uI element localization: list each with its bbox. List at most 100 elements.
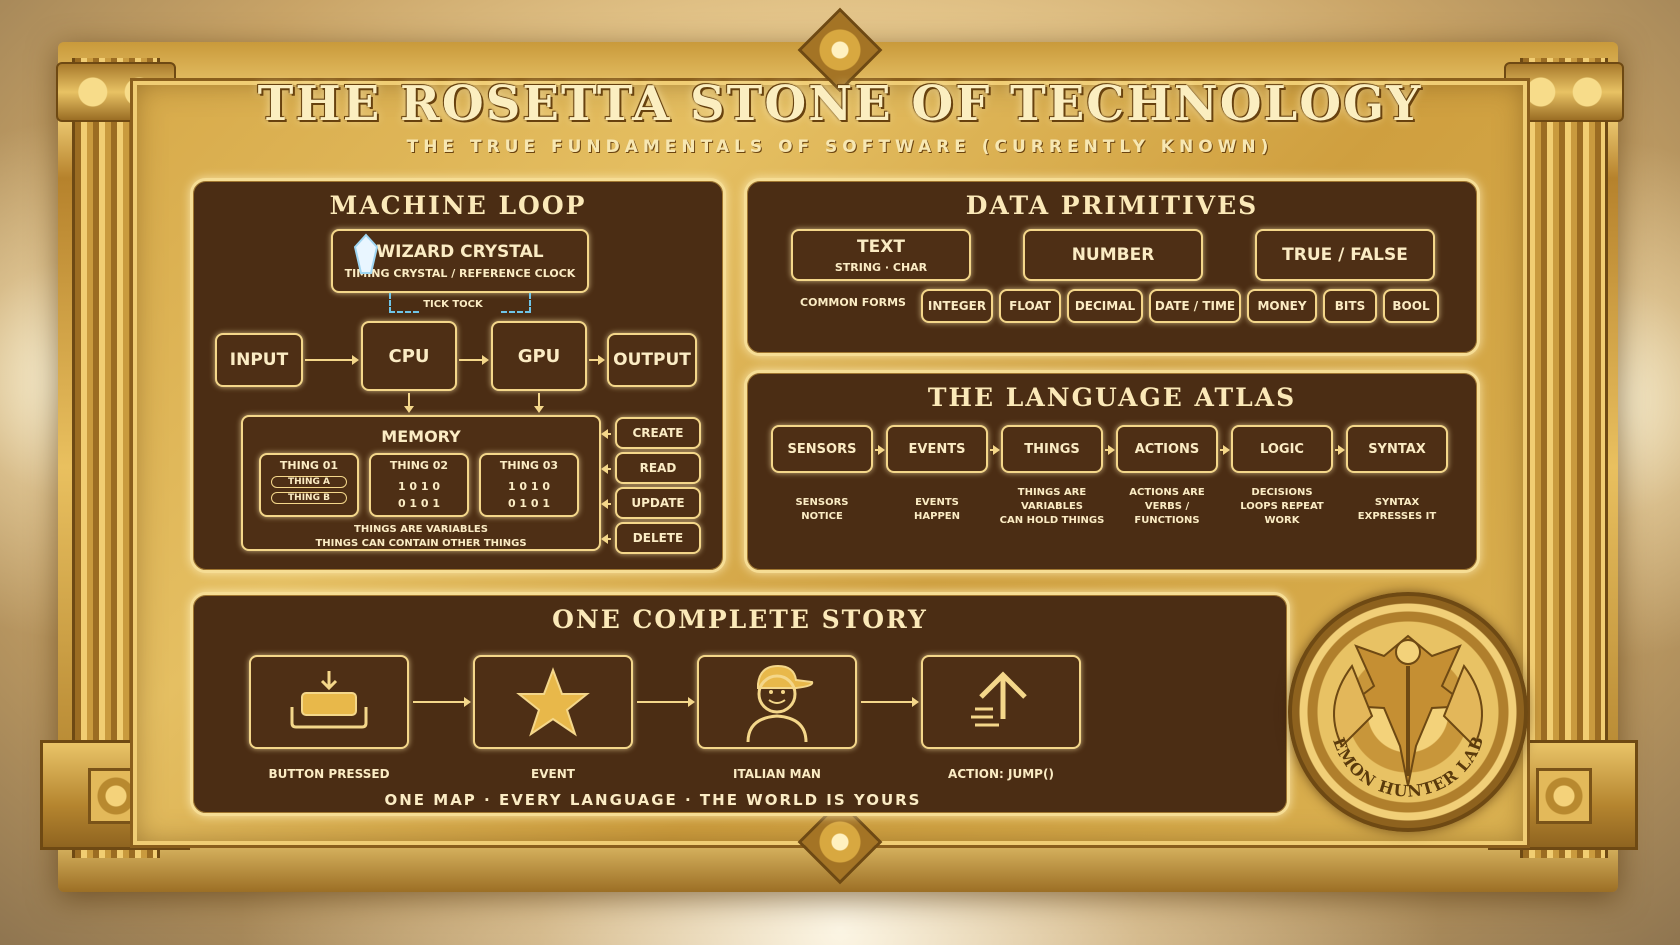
wizard-crystal-box: WIZARD CRYSTAL TIMING CRYSTAL / REFERENC… [331,229,589,293]
atlas-arrow-5 [1335,445,1345,455]
atlas-things-desc-2: VARIABLES [1021,501,1083,512]
update-arrow [601,499,611,509]
clock-line-cpu [389,293,419,313]
atlas-things-desc-3: CAN HOLD THINGS [999,515,1105,526]
text-box: TEXT STRING · CHAR [791,229,971,281]
form-float: FLOAT [999,289,1061,323]
story-arrow-1 [413,697,471,707]
page-subtitle: THE TRUE FUNDAMENTALS OF SOFTWARE (CURRE… [406,137,1274,157]
update-box: UPDATE [615,487,701,519]
story-tagline: ONE MAP · EVERY LANGUAGE · THE WORLD IS … [384,791,922,809]
story-label-event: EVENT [531,767,575,781]
machine-loop-panel: MACHINE LOOP WIZARD CRYSTAL TIMING CRYST… [190,178,726,573]
cpu-memory-arrow [404,393,414,413]
demon-hunter-labs-medallion: DEMON HUNTER LABS [1288,592,1528,832]
thing-02-box: THING 02 1 0 1 0 0 1 0 1 [369,453,469,517]
cpu-gpu-arrow [459,355,489,365]
atlas-syntax-box: SYNTAX [1346,425,1448,473]
atlas-things-box: THINGS [1001,425,1103,473]
language-atlas-panel: THE LANGUAGE ATLAS SENSORS EVENTS THINGS… [744,370,1480,573]
delete-arrow [601,534,611,544]
gpu-box: GPU [491,321,587,391]
text-sub: STRING · CHAR [834,260,928,274]
true-false-box: TRUE / FALSE [1255,229,1435,281]
thing-02-bits-1: 1 0 1 0 [397,480,441,493]
form-decimal: DECIMAL [1067,289,1143,323]
atlas-arrow-3 [1105,445,1115,455]
form-bits: BITS [1323,289,1377,323]
crystal-gem-icon [353,233,379,274]
form-date-time: DATE / TIME [1149,289,1241,323]
story-title: ONE COMPLETE STORY [552,605,928,634]
thing-02-bits-2: 0 1 0 1 [397,497,441,510]
atlas-actions-desc-2: VERBS / [1144,501,1190,512]
atlas-events-desc-1: EVENTS [915,497,959,508]
atlas-arrow-4 [1220,445,1230,455]
atlas-sensors-desc-1: SENSORS [795,497,849,508]
atlas-logic-box: LOGIC [1231,425,1333,473]
star-icon [516,667,590,737]
winged-warrior-emblem: DEMON HUNTER LABS [1292,596,1487,801]
data-primitives-panel: DATA PRIMITIVES TEXT STRING · CHAR NUMBE… [744,178,1480,356]
atlas-logic-desc-1: DECISIONS [1251,487,1313,498]
atlas-actions-desc-1: ACTIONS ARE [1129,487,1205,498]
memory-title: MEMORY [381,427,461,446]
create-box: CREATE [615,417,701,449]
page-title: THE ROSETTA STONE OF TECHNOLOGY [257,76,1423,132]
cpu-box: CPU [361,321,457,391]
story-label-jump: ACTION: JUMP() [948,767,1054,781]
atlas-events-box: EVENTS [886,425,988,473]
thing-01-box: THING 01 THING A THING B [259,453,359,517]
wizard-crystal-sub: TIMING CRYSTAL / REFERENCE CLOCK [344,267,576,280]
button-press-icon [290,671,368,729]
clock-line-gpu [501,293,531,313]
common-forms-label: COMMON FORMS [800,296,906,309]
cap-man-icon [746,664,814,743]
atlas-events-desc-2: HAPPEN [914,511,960,522]
delete-box: DELETE [615,522,701,554]
memory-note-2: THINGS CAN CONTAIN OTHER THINGS [315,538,527,549]
atlas-actions-box: ACTIONS [1116,425,1218,473]
atlas-actions-desc-3: FUNCTIONS [1134,515,1200,526]
atlas-things-desc-1: THINGS ARE [1017,487,1087,498]
gpu-output-arrow [589,355,605,365]
data-primitives-title: DATA PRIMITIVES [965,191,1259,220]
gpu-memory-arrow [534,393,544,413]
text-label: TEXT [857,236,905,257]
story-italian-man-box [697,655,857,749]
story-arrow-3 [861,697,919,707]
read-arrow [601,464,611,474]
input-cpu-arrow [305,355,359,365]
atlas-sensors-desc-2: NOTICE [801,511,843,522]
output-box: OUTPUT [607,333,697,387]
machine-loop-title: MACHINE LOOP [329,191,587,220]
thing-03-label: THING 03 [499,459,559,472]
atlas-arrow-1 [875,445,885,455]
language-atlas-title: THE LANGUAGE ATLAS [927,383,1297,412]
input-box: INPUT [215,333,303,387]
atlas-syntax-desc-1: SYNTAX [1374,497,1420,508]
complete-story-panel: ONE COMPLETE STORY [190,592,1290,816]
thing-03-bits-2: 0 1 0 1 [507,497,551,510]
thing-02-label: THING 02 [389,459,449,472]
atlas-logic-desc-2: LOOPS REPEAT [1240,501,1324,512]
story-button-box [249,655,409,749]
atlas-sensors-box: SENSORS [771,425,873,473]
number-box: NUMBER [1023,229,1203,281]
story-label-man: ITALIAN MAN [733,767,821,781]
thing-01-label: THING 01 [279,459,339,472]
flower-ornament-icon [1536,768,1592,824]
story-label-button: BUTTON PRESSED [268,767,390,781]
form-money: MONEY [1247,289,1317,323]
right-pillar [1520,58,1608,858]
form-integer: INTEGER [921,289,993,323]
thing-b-pill: THING B [271,492,347,504]
memory-note-1: THINGS ARE VARIABLES [354,524,488,535]
thing-a-pill: THING A [271,476,347,488]
story-arrow-2 [637,697,695,707]
thing-03-bits-1: 1 0 1 0 [507,480,551,493]
atlas-arrow-2 [990,445,1000,455]
form-bool: BOOL [1383,289,1439,323]
story-event-box [473,655,633,749]
jump-arrow-icon [971,671,1027,727]
